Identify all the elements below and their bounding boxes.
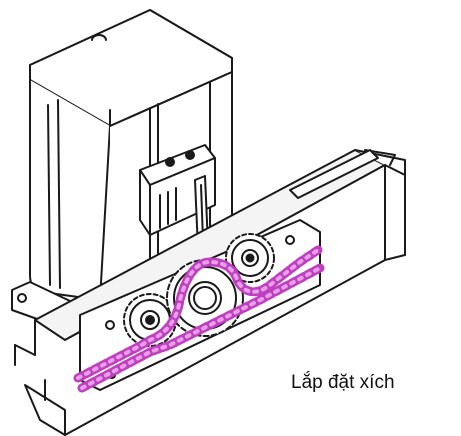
- diagram-caption: Lắp đặt xích: [291, 372, 395, 393]
- roller-chain: [73, 245, 325, 393]
- idler-sprocket-right: [225, 233, 275, 283]
